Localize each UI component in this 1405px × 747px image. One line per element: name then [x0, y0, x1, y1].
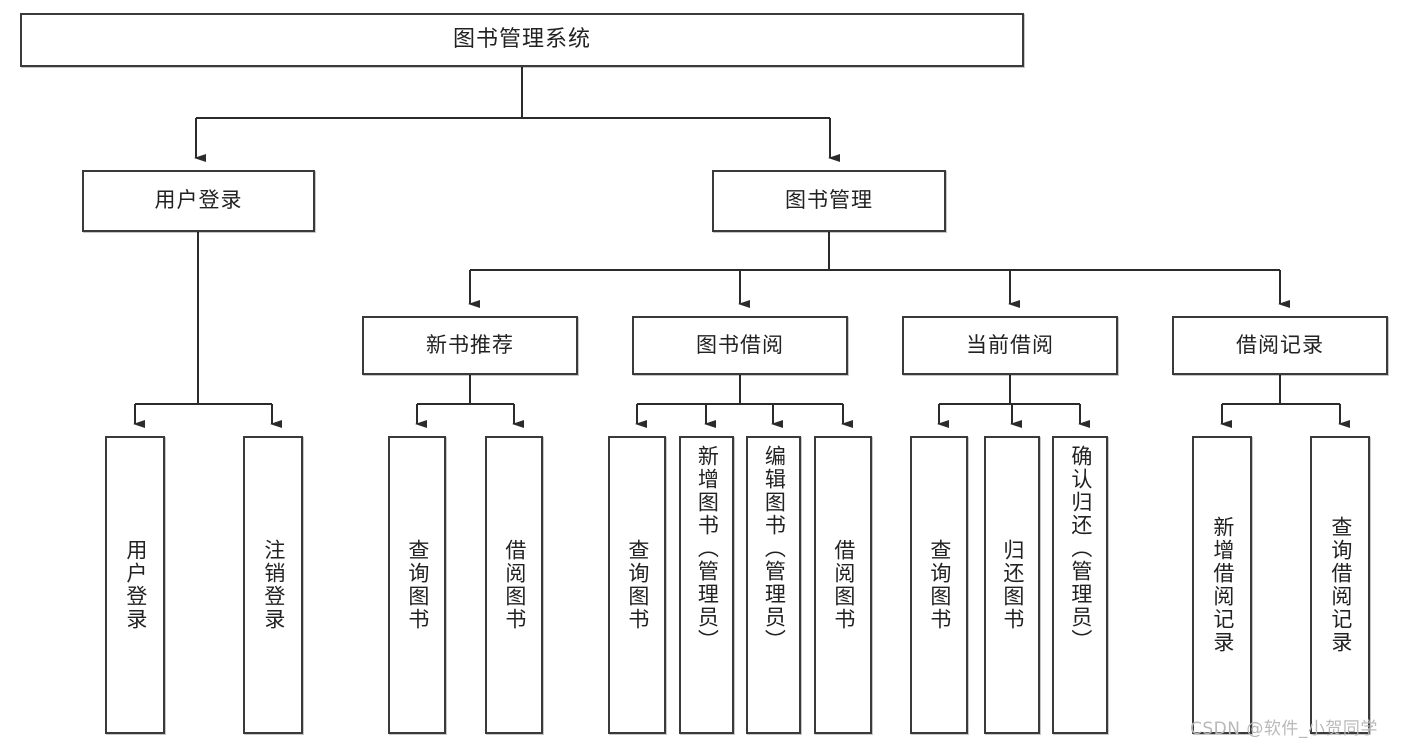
leaf-label-wrap: 用户登录 — [121, 438, 149, 732]
node-user-login[interactable]: 用户登录 — [82, 170, 315, 232]
node-book-borrow[interactable]: 图书借阅 — [632, 316, 848, 375]
node-leaf-edit-book-admin[interactable]: 编辑图书（管理员） — [746, 436, 801, 734]
node-leaf-borrow-book-rec[interactable]: 借阅图书 — [485, 436, 543, 734]
node-leaf-add-book-admin-label: 新增图书（管理员） — [695, 445, 720, 652]
leaf-label-wrap: 编辑图书（管理员） — [760, 438, 788, 732]
node-leaf-add-book-admin[interactable]: 新增图书（管理员） — [679, 436, 734, 734]
node-book-manage-label: 图书管理 — [785, 188, 873, 213]
node-book-borrow-label: 图书借阅 — [696, 332, 784, 357]
node-leaf-add-borrow-record[interactable]: 新增借阅记录 — [1192, 436, 1252, 734]
node-current-borrow[interactable]: 当前借阅 — [902, 316, 1118, 375]
node-leaf-query-book-borrow-label: 查询图书 — [625, 539, 650, 631]
node-leaf-add-borrow-record-label: 新增借阅记录 — [1210, 516, 1235, 654]
node-leaf-query-book-borrow[interactable]: 查询图书 — [608, 436, 666, 734]
leaf-label-wrap: 查询图书 — [403, 438, 431, 732]
node-leaf-return-book[interactable]: 归还图书 — [984, 436, 1040, 734]
leaf-label-wrap: 查询图书 — [925, 438, 953, 732]
leaf-label-wrap: 查询借阅记录 — [1326, 438, 1354, 732]
node-leaf-query-book-rec-label: 查询图书 — [405, 539, 430, 631]
node-leaf-query-book-current[interactable]: 查询图书 — [910, 436, 968, 734]
node-new-book-rec[interactable]: 新书推荐 — [362, 316, 578, 375]
leaf-label-wrap: 确认归还（管理员） — [1066, 438, 1094, 732]
node-leaf-borrow-book-label: 借阅图书 — [831, 539, 856, 631]
node-leaf-confirm-return-admin[interactable]: 确认归还（管理员） — [1052, 436, 1108, 734]
leaf-label-wrap: 归还图书 — [998, 438, 1026, 732]
node-leaf-user-login[interactable]: 用户登录 — [105, 436, 165, 734]
node-leaf-edit-book-admin-label: 编辑图书（管理员） — [762, 445, 787, 652]
leaf-label-wrap: 新增借阅记录 — [1208, 438, 1236, 732]
node-borrow-record[interactable]: 借阅记录 — [1172, 316, 1388, 375]
node-root[interactable]: 图书管理系统 — [20, 13, 1024, 67]
leaf-label-wrap: 借阅图书 — [500, 438, 528, 732]
node-leaf-borrow-book-rec-label: 借阅图书 — [502, 539, 527, 631]
node-leaf-query-borrow-record[interactable]: 查询借阅记录 — [1310, 436, 1370, 734]
node-current-borrow-label: 当前借阅 — [966, 332, 1054, 357]
node-leaf-query-book-current-label: 查询图书 — [927, 539, 952, 631]
node-root-label: 图书管理系统 — [452, 26, 591, 52]
leaf-label-wrap: 注销登录 — [259, 438, 287, 732]
node-leaf-return-book-label: 归还图书 — [1000, 539, 1025, 631]
node-leaf-logout-label: 注销登录 — [261, 539, 286, 631]
node-leaf-borrow-book[interactable]: 借阅图书 — [814, 436, 872, 734]
node-leaf-query-borrow-record-label: 查询借阅记录 — [1328, 516, 1353, 654]
node-leaf-user-login-label: 用户登录 — [123, 539, 148, 631]
node-leaf-logout[interactable]: 注销登录 — [243, 436, 303, 734]
csdn-watermark: CSDN @软件_小贺同学 — [1190, 719, 1378, 739]
node-borrow-record-label: 借阅记录 — [1236, 332, 1324, 357]
leaf-label-wrap: 新增图书（管理员） — [693, 438, 721, 732]
node-leaf-confirm-return-admin-label: 确认归还（管理员） — [1068, 445, 1093, 652]
node-new-book-rec-label: 新书推荐 — [426, 332, 514, 357]
leaf-label-wrap: 查询图书 — [623, 438, 651, 732]
leaf-label-wrap: 借阅图书 — [829, 438, 857, 732]
node-user-login-label: 用户登录 — [154, 188, 243, 213]
node-leaf-query-book-rec[interactable]: 查询图书 — [388, 436, 446, 734]
node-book-manage[interactable]: 图书管理 — [712, 170, 946, 232]
